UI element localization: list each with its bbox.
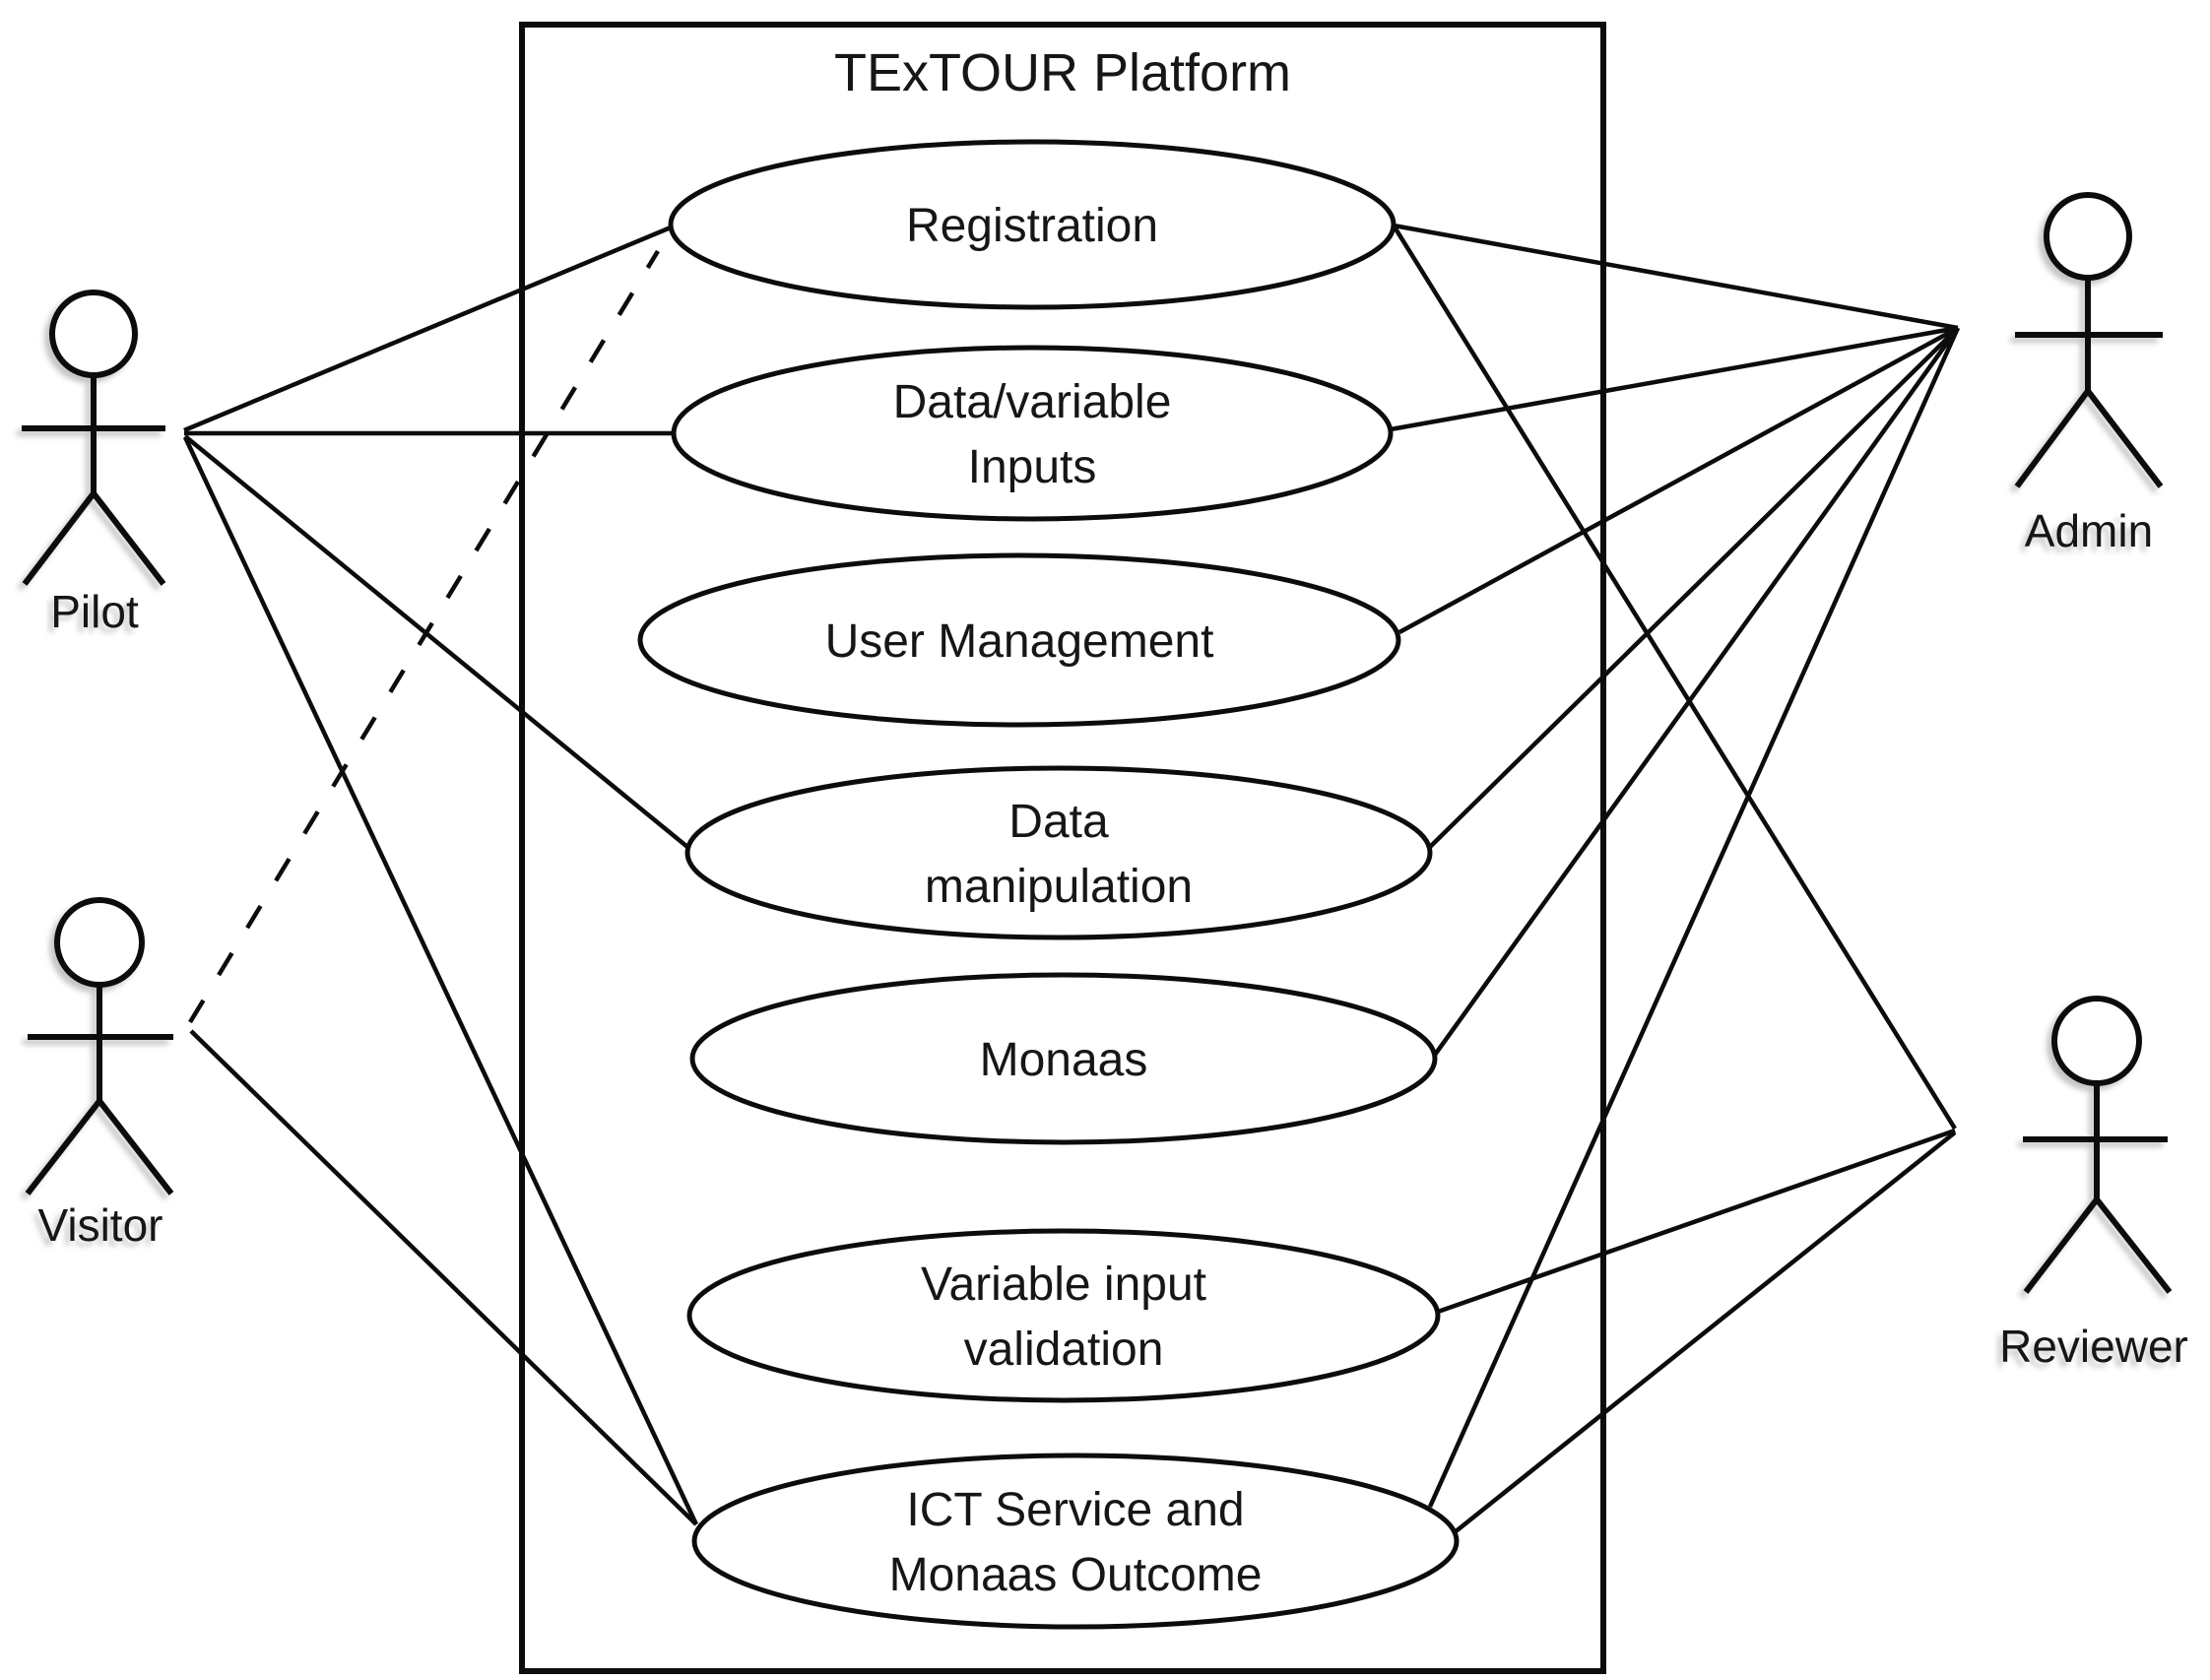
use-case-label: Data [1008,796,1109,848]
use-case-label: validation [964,1324,1164,1376]
actors: Pilot Visitor Admin Reviewer [22,192,2188,1372]
association-pilot-ict-service [182,436,699,1525]
actor-admin: Admin [2014,192,2164,556]
actor-head [54,897,145,988]
actor-visitor: Visitor [25,897,174,1251]
use-cases: Registration Data/variable Inputs User M… [637,139,1460,1630]
actor-pilot: Pilot [22,290,166,637]
use-case-data-manipulation: Data manipulation [684,765,1433,940]
actor-leg-right [91,491,166,586]
use-case-variable-input-validation: Variable input validation [686,1228,1441,1403]
actor-reviewer: Reviewer [1999,996,2188,1372]
use-case-label: Inputs [968,441,1097,493]
use-case-registration: Registration [668,139,1397,310]
use-case-ellipse [691,1453,1460,1630]
actor-leg-right [2085,389,2164,488]
use-case-ellipse [684,765,1433,940]
actor-head [2044,192,2132,281]
actor-label: Reviewer [1999,1321,2188,1372]
use-case-ellipse [686,1228,1441,1403]
actor-head [49,290,138,378]
actor-leg-left [22,491,97,586]
association-admin-ict-service [1427,327,1961,1508]
use-case-ellipse [637,552,1401,728]
system-boundary-group: TExTOUR Platform [519,22,1606,1674]
association-admin-user-management [1398,326,1960,634]
association-pilot-registration [183,225,672,433]
association-admin-monaas [1433,326,1960,1057]
association-reviewer-ict-service [1453,1131,1957,1534]
use-case-label: ICT Service and [906,1484,1244,1536]
association-pilot-data-manipulation [183,434,689,849]
use-case-label: User Management [825,615,1214,668]
system-boundary [519,22,1606,1674]
system-title: TExTOUR Platform [834,43,1291,102]
actor-label: Admin [2025,505,2153,556]
association-visitor-ict-service [189,1029,698,1526]
actor-leg-left [25,1099,102,1195]
use-case-monaas: Monaas [689,972,1438,1145]
association-admin-data-variable-inputs [1390,325,1959,432]
actor-leg-right [97,1099,174,1195]
association-admin-registration [1393,223,1959,331]
use-case-data-variable-inputs: Data/variable Inputs [671,345,1394,522]
use-case-ellipse [671,345,1394,522]
use-case-label: Monaas Outcome [889,1549,1263,1601]
use-case-user-management: User Management [637,552,1401,728]
association-admin-data-manipulation [1428,326,1960,849]
actor-leg-left [2014,389,2091,488]
actor-leg-right [2094,1197,2173,1294]
use-case-label: Registration [906,200,1158,252]
use-case-label: Data/variable [893,376,1172,428]
actor-head [2051,996,2142,1086]
associations [182,223,1961,1534]
use-case-ellipse [668,139,1397,310]
use-case-label: Monaas [980,1034,1148,1086]
association-registration-reviewer [1392,224,1957,1131]
use-case-ict-service-monaas-outcome: ICT Service and Monaas Outcome [691,1453,1460,1630]
use-case-label: Variable input [921,1259,1206,1311]
association-visitor-registration-dashed [188,249,660,1024]
actor-label: Visitor [38,1199,163,1251]
use-case-label: manipulation [925,861,1193,913]
association-reviewer-variable-input-validation [1437,1128,1956,1315]
actor-leg-left [2023,1197,2100,1294]
actor-label: Pilot [50,586,139,637]
use-case-ellipse [689,972,1438,1145]
